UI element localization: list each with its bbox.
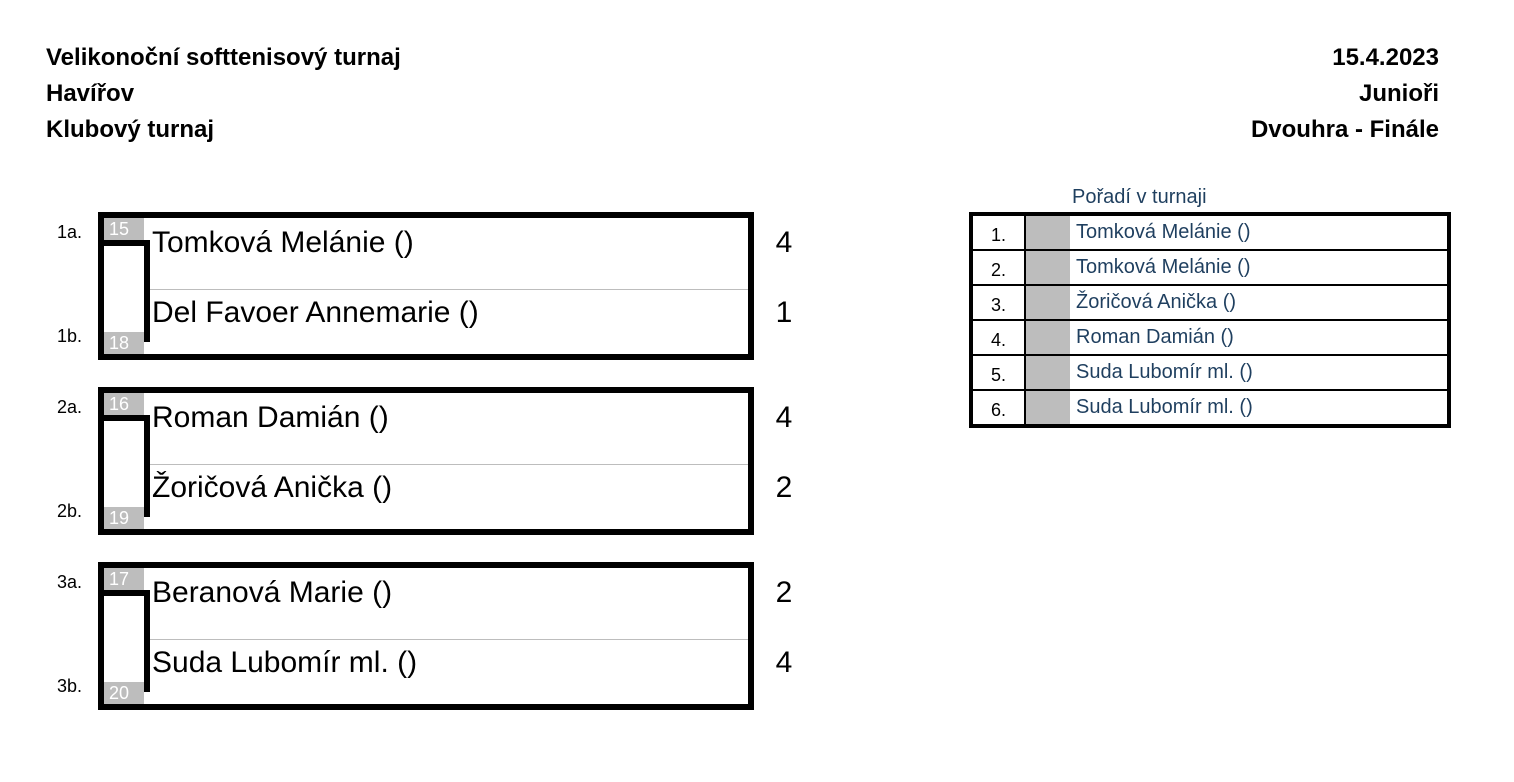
match-box: 15 18	[98, 212, 754, 360]
bracket-connector	[104, 240, 150, 342]
ranking-row: 5. Suda Lubomír ml. ()	[973, 356, 1447, 391]
match-slot-label: 2a.	[57, 397, 83, 417]
rank-number: 3.	[973, 286, 1026, 319]
header-right: 15.4.2023 Junioři Dvouhra - Finále	[1251, 40, 1439, 148]
seed-badge: 20	[104, 682, 144, 704]
rank-player: Tomková Melánie ()	[1076, 221, 1251, 243]
match-box: 17 20	[98, 562, 754, 710]
tournament-city: Havířov	[46, 80, 135, 107]
ranking-table: 1. Tomková Melánie () 2. Tomková Melánie…	[969, 212, 1451, 428]
rank-swatch	[1026, 391, 1070, 424]
ranking-title: Pořadí v turnaji	[1072, 186, 1207, 208]
match-slot-label: 1a.	[57, 222, 83, 242]
rank-swatch	[1026, 216, 1070, 249]
seed-badge: 15	[104, 218, 144, 240]
bracket-connector	[104, 590, 150, 692]
tournament-type: Klubový turnaj	[46, 116, 215, 143]
tournament-stage: Dvouhra - Finále	[1250, 116, 1439, 143]
player-name: Žoričová Anička ()	[152, 471, 393, 504]
player-name: Del Favoer Annemarie ()	[152, 296, 479, 329]
score: 4	[775, 401, 793, 434]
rank-number: 1.	[973, 216, 1026, 249]
rank-player: Tomková Melánie ()	[1076, 256, 1251, 278]
match-box: 16 19	[98, 387, 754, 535]
ranking-row: 4. Roman Damián ()	[973, 321, 1447, 356]
score: 2	[775, 576, 793, 609]
match-3: 3a. 3b. 17 20 Beranová Marie () Suda Lub…	[0, 562, 820, 712]
match-slot-label: 3b.	[57, 676, 83, 696]
rank-number: 2.	[973, 251, 1026, 284]
ranking-row: 1. Tomková Melánie ()	[973, 216, 1447, 251]
rank-player: Roman Damián ()	[1076, 326, 1234, 348]
match-slot-label: 1b.	[57, 326, 83, 346]
tournament-name: Velikonoční softtenisový turnaj	[46, 44, 401, 71]
match-1: 1a. 1b. 15 18 Tomková Melánie () Del Fav…	[0, 212, 820, 362]
seed-badge: 16	[104, 393, 144, 415]
rank-player: Žoričová Anička ()	[1076, 291, 1237, 313]
rank-swatch	[1026, 321, 1070, 354]
ranking-row: 3. Žoričová Anička ()	[973, 286, 1447, 321]
rank-number: 4.	[973, 321, 1026, 354]
row-divider	[150, 289, 748, 290]
rank-swatch	[1026, 251, 1070, 284]
ranking-row: 2. Tomková Melánie ()	[973, 251, 1447, 286]
rank-player: Suda Lubomír ml. ()	[1076, 396, 1253, 418]
score: 1	[775, 296, 793, 329]
bracket-connector	[104, 415, 150, 517]
match-slot-label: 2b.	[57, 501, 83, 521]
rank-swatch	[1026, 286, 1070, 319]
match-slot-label: 3a.	[57, 572, 83, 592]
seed-badge: 19	[104, 507, 144, 529]
seed-badge: 17	[104, 568, 144, 590]
player-name: Suda Lubomír ml. ()	[152, 646, 418, 679]
rank-number: 6.	[973, 391, 1026, 424]
rank-number: 5.	[973, 356, 1026, 389]
player-name: Beranová Marie ()	[152, 576, 393, 609]
seed-badge: 18	[104, 332, 144, 354]
row-divider	[150, 464, 748, 465]
score: 4	[775, 646, 793, 679]
player-name: Tomková Melánie ()	[152, 226, 414, 259]
row-divider	[150, 639, 748, 640]
score: 2	[775, 471, 793, 504]
rank-player: Suda Lubomír ml. ()	[1076, 361, 1253, 383]
header-left: Velikonoční softtenisový turnaj Havířov …	[46, 40, 401, 148]
player-name: Roman Damián ()	[152, 401, 389, 434]
tournament-date: 15.4.2023	[1332, 44, 1439, 71]
rank-swatch	[1026, 356, 1070, 389]
ranking-row: 6. Suda Lubomír ml. ()	[973, 391, 1447, 426]
tournament-category: Junioři	[1358, 80, 1439, 107]
score: 4	[775, 226, 793, 259]
match-2: 2a. 2b. 16 19 Roman Damián () Žoričová A…	[0, 387, 820, 537]
